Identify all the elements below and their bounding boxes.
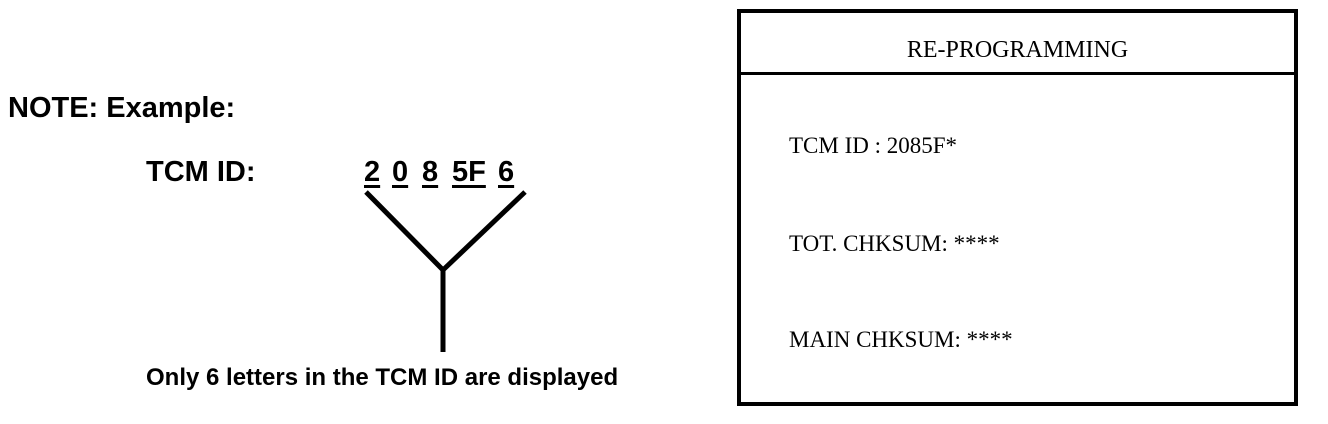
tcm-id-digit: 2 — [364, 156, 381, 188]
reprogramming-screen: RE-PROGRAMMING TCM ID : 2085F* TOT. CHKS… — [737, 9, 1298, 406]
caption: Only 6 letters in the TCM ID are display… — [146, 364, 619, 391]
connector-left-branch — [364, 190, 445, 272]
tcm-id-label: TCM ID: — [146, 156, 256, 188]
screen-line-tcm-id: TCM ID : 2085F* — [789, 133, 958, 158]
screen-line-tot-chksum: TOT. CHKSUM: **** — [789, 231, 1000, 256]
tcm-id-digit: 0 — [392, 156, 409, 188]
screen-title: RE-PROGRAMMING — [741, 13, 1294, 75]
tcm-id-digit: 6 — [498, 156, 515, 188]
tcm-id-digit: 5F — [452, 156, 486, 188]
tcm-id-digit: 8 — [422, 156, 439, 188]
screen-line-main-chksum: MAIN CHKSUM: **** — [789, 327, 1013, 352]
note-heading: NOTE: Example: — [8, 92, 236, 124]
connector-right-branch — [441, 190, 527, 272]
